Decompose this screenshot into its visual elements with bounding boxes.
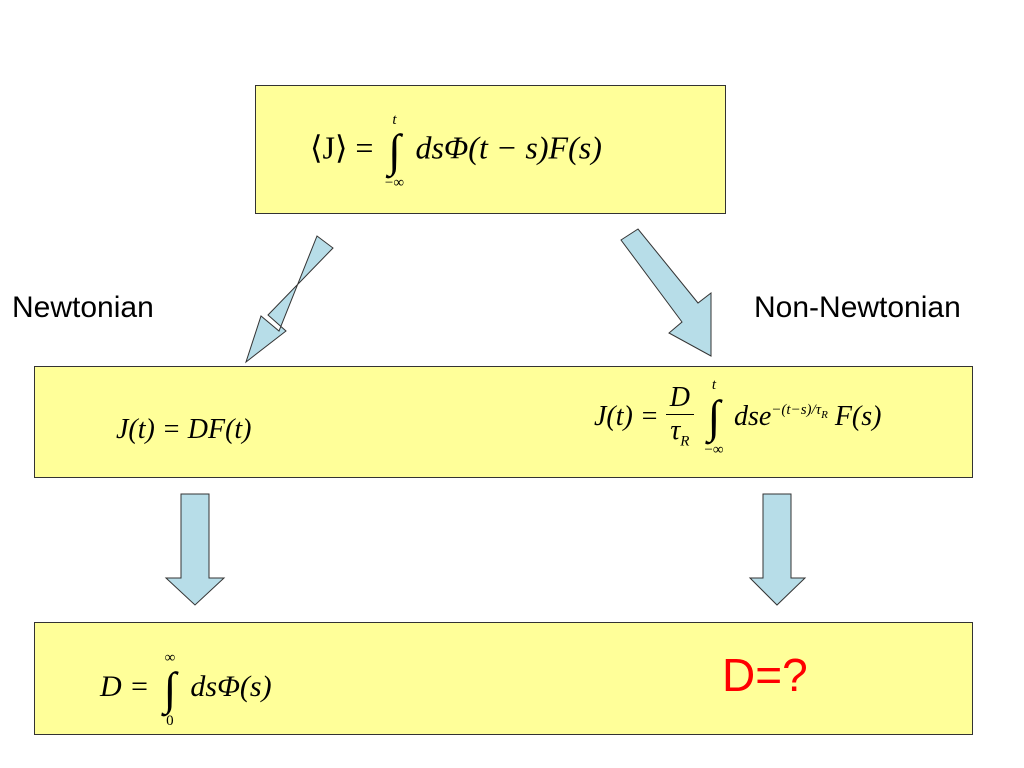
unknown-diffusion-label: D=?	[722, 649, 808, 701]
newtonian-equation: J(t) = DF(t)	[116, 414, 252, 445]
diffusion-equation: D = ∞ ∫ 0 dsΦ(s)	[100, 650, 272, 729]
exponent: −(t−s)/τ	[771, 402, 822, 419]
top-equation-box	[255, 85, 726, 214]
non-newtonian-label: Non-Newtonian	[754, 291, 961, 324]
arrow-down-non-newtonian	[748, 493, 807, 606]
arrow-to-newtonian	[245, 235, 334, 364]
fraction-denominator: τR	[666, 415, 694, 450]
integrand-suffix: F(s)	[834, 400, 882, 432]
bottom-equation-box	[34, 622, 973, 735]
integral-upper-limit: ∞	[164, 650, 176, 666]
arrow-down-newtonian	[164, 493, 226, 606]
middle-equation-box	[34, 366, 973, 478]
integral-upper-limit: t	[392, 112, 397, 128]
top-equation-lhs: ⟨J⟩ =	[310, 129, 374, 166]
integrand-prefix: dse	[733, 400, 772, 432]
integral-upper-limit: t	[711, 376, 717, 393]
integral-sign: ∞ ∫ 0	[157, 650, 183, 729]
integral-lower-limit: 0	[166, 713, 174, 729]
diffusion-integrand: dsΦ(s)	[190, 669, 272, 703]
non-newtonian-equation: J(t) = D τR t ∫ −∞ dse−(t−s)/τR F(s)	[594, 377, 882, 457]
integral-lower-limit: −∞	[384, 175, 405, 191]
diffusion-lhs: D =	[100, 669, 150, 703]
top-equation-integrand: dsΦ(t − s)F(s)	[415, 129, 602, 166]
d-over-tau-fraction: D τR	[665, 384, 694, 450]
exponent-subscript: R	[821, 409, 828, 422]
arrow-to-non-newtonian	[620, 228, 712, 357]
newtonian-label: Newtonian	[12, 291, 154, 324]
top-equation: ⟨J⟩ = t ∫ −∞ dsΦ(t − s)F(s)	[310, 112, 602, 191]
integral-lower-limit: −∞	[704, 441, 724, 458]
tau-subscript: R	[680, 433, 690, 450]
integral-sign: t ∫ −∞	[381, 112, 407, 191]
integral-sign: t ∫ −∞	[701, 377, 727, 457]
non-newtonian-lhs: J(t) =	[594, 400, 659, 432]
tau-symbol: τ	[670, 415, 681, 446]
fraction-numerator: D	[665, 384, 694, 415]
